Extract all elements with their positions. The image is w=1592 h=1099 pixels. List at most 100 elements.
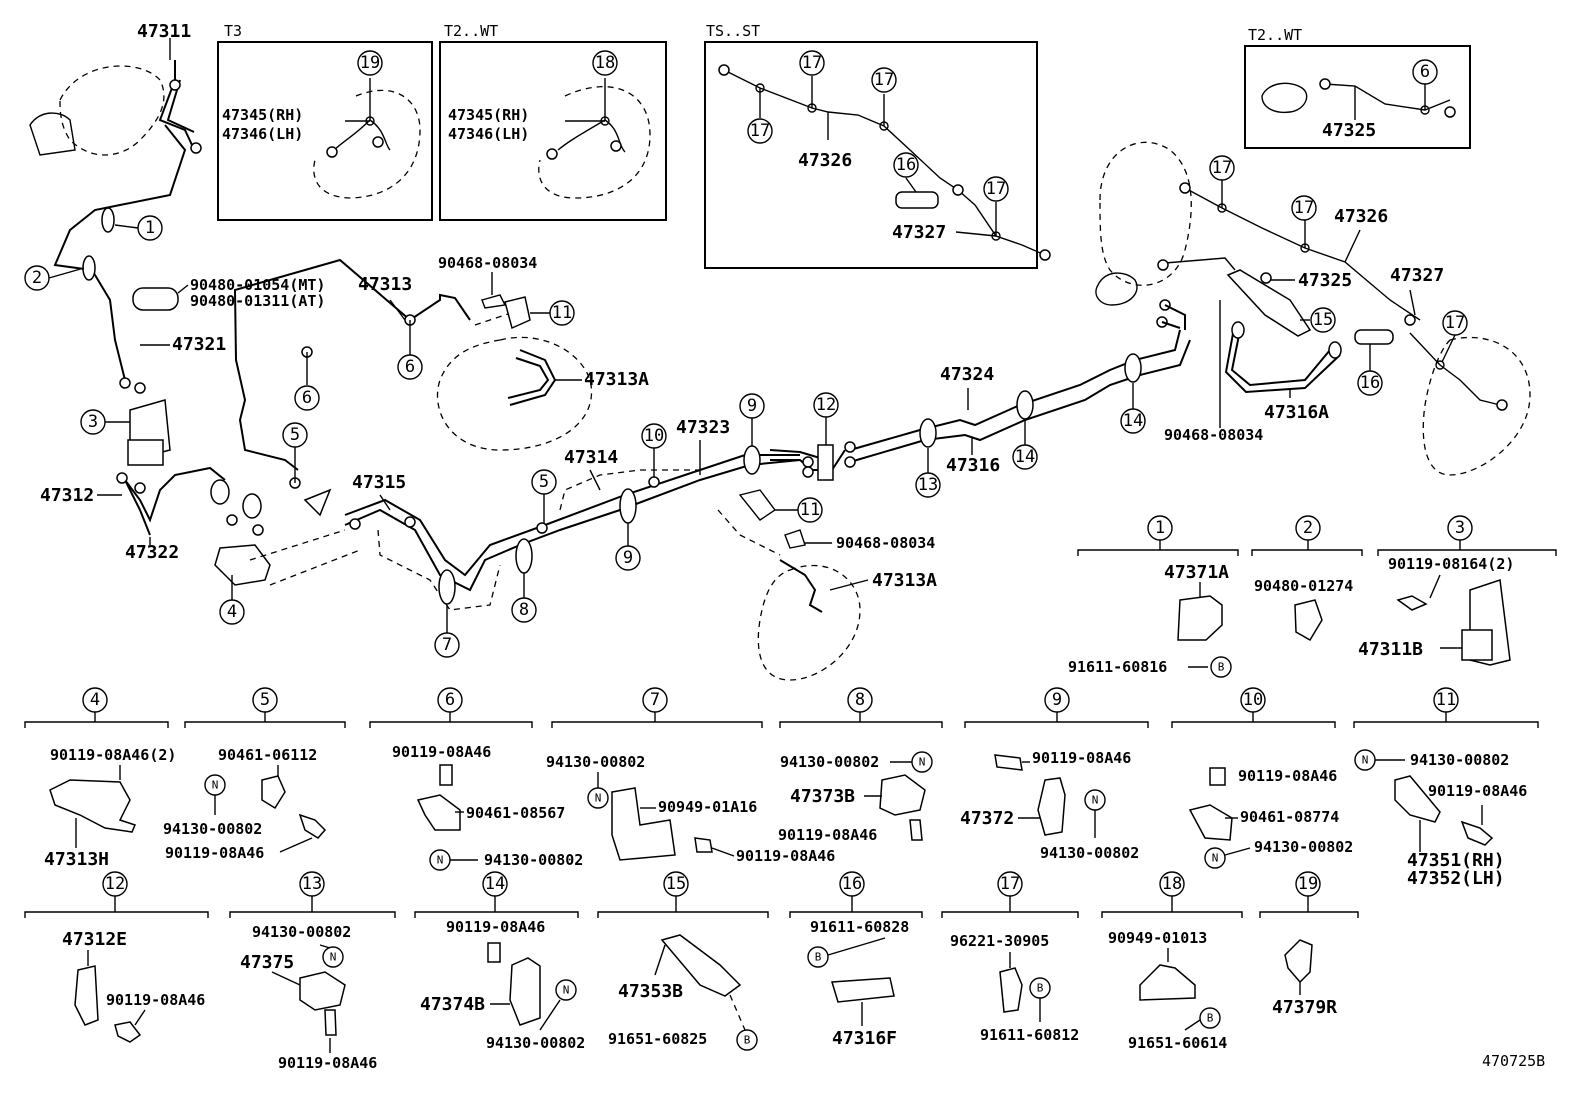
label-47313A-a: 47313A [584,369,649,390]
callout-9-main-b: 9 [747,396,757,416]
group-7-part-c: 90119-08A46 [736,847,835,865]
callout-15-main: 15 [1313,310,1333,330]
group-17-badge: B [1037,982,1044,995]
group-3-part-a: 90119-08164(2) [1388,555,1514,573]
group-13-num: 13 [302,874,322,894]
group-11: 11 N 94130-00802 90119-08A46 47351(RH) 4… [1353,687,1539,889]
label-47326-main: 47326 [1334,206,1388,227]
group-14-badge: N [563,984,570,997]
label-47327-main: 47327 [1390,265,1444,286]
group-2-num: 2 [1303,518,1313,538]
group-8-badge: N [919,756,926,769]
label-47321: 47321 [172,334,226,355]
group-19-num: 19 [1298,874,1318,894]
group-4-part-b: 47313H [44,849,109,870]
group-6-part-c: 94130-00802 [484,851,583,869]
group-13-part-a: 94130-00802 [252,923,351,941]
callout-17-main-a: 17 [1212,158,1232,178]
group-1-num: 1 [1155,518,1165,538]
callout-14-main-a: 14 [1015,447,1035,467]
group-18: 18 90949-01013 B 91651-60614 [1101,871,1243,1052]
right-lines: 47324 47316 13 14 14 17 17 47326 15 4732… [844,141,1531,498]
callout-17-tsst-b: 17 [802,53,822,73]
group-16-num: 16 [842,874,862,894]
group-9: 9 90119-08A46 47372 N 94130-00802 [960,687,1149,862]
callout-5-main-a: 5 [290,425,300,445]
group-12-part-b: 90119-08A46 [106,991,205,1009]
group-1-part-b: 91611-60816 [1068,658,1167,676]
group-15: 15 47353B 91651-60825 B [597,871,769,1051]
group-4: 4 90119-08A46(2) 47313H [24,687,176,870]
group-6-badge: N [437,854,444,867]
group-18-num: 18 [1162,874,1182,894]
label-47322: 47322 [125,542,179,563]
label-47313A-b: 47313A [872,570,937,591]
callout-5-main-b: 5 [539,472,549,492]
part-47346-t2: 47346(LH) [448,125,529,143]
callout-16-main: 16 [1360,373,1380,393]
group-4-num: 4 [90,690,100,710]
group-12-num: 12 [105,874,125,894]
group-10: 10 90119-08A46 90461-08774 N 94130-00802 [1171,687,1353,869]
group-12: 12 47312E 90119-08A46 [24,871,209,1043]
group-16-badge: B [815,951,822,964]
inset-part-47326: 47326 [798,150,852,171]
callout-4-main: 4 [227,602,237,622]
group-4-part-a: 90119-08A46(2) [50,746,176,764]
group-19: 19 47379R [1259,871,1359,1018]
group-16-part-b: 47316F [832,1028,897,1049]
group-11-part-c: 47351(RH) [1407,850,1505,871]
group-9-part-b: 47372 [960,808,1014,829]
group-15-part-a: 47353B [618,981,683,1002]
label-90480-mt: 90480-01054(MT) [190,276,325,294]
group-13-part-c: 90119-08A46 [278,1054,377,1072]
part-47345-t2: 47345(RH) [448,106,529,124]
callout-17-tsst-a: 17 [750,121,770,141]
figure-id: 470725B [1482,1052,1545,1070]
group-5-part-c: 90119-08A46 [165,844,264,862]
group-2: 2 90480-01274 [1251,515,1363,642]
group-9-badge: N [1092,794,1099,807]
group-8: 8 94130-00802 N 47373B 90119-08A46 [778,687,943,844]
group-17-part-b: 91611-60812 [980,1026,1079,1044]
group-7: 7 94130-00802 N 90949-01A16 90119-08A46 [546,687,835,865]
group-15-part-b: 91651-60825 [608,1030,707,1048]
callout-19-inset: 19 [357,50,383,76]
group-16-part-a: 91611-60828 [810,918,909,936]
group-8-part-c: 90119-08A46 [778,826,877,844]
callout-19-label: 19 [360,53,380,73]
label-47325-main: 47325 [1298,270,1352,291]
inset-t3: T3 47345(RH) 47346(LH) [217,22,433,221]
group-6-part-a: 90119-08A46 [392,743,491,761]
group-18-badge: B [1207,1012,1214,1025]
label-90468-c: 90468-08034 [1164,426,1263,444]
group-7-part-a: 94130-00802 [546,753,645,771]
label-47324: 47324 [940,364,994,385]
label-47312: 47312 [40,485,94,506]
inset-label-t2wt-b: T2..WT [1248,26,1302,44]
inset-label-t3: T3 [224,22,242,40]
group-14: 14 90119-08A46 47374B N 94130-00802 [414,871,585,1052]
group-15-num: 15 [666,874,686,894]
group-15-badge: B [744,1034,751,1047]
group-11-num: 11 [1436,690,1456,710]
callout-6-main-a: 6 [302,388,312,408]
group-6-num: 6 [445,690,455,710]
group-13-part-b: 47375 [240,952,294,973]
group-13-badge: N [330,951,337,964]
inset-label-tsst: TS..ST [706,22,760,40]
inset-t2wt-b: T2..WT 47325 6 [1244,26,1471,149]
label-47316: 47316 [946,455,1000,476]
group-1-part-a: 47371A [1164,562,1229,583]
group-10-part-b: 90461-08774 [1240,808,1339,826]
group-14-part-c: 94130-00802 [486,1034,585,1052]
group-11-badge: N [1362,754,1369,767]
part-47346-t3: 47346(LH) [222,125,303,143]
group-6-part-b: 90461-08567 [466,804,565,822]
group-11-part-d: 47352(LH) [1407,868,1505,889]
group-17-part-a: 96221-30905 [950,932,1049,950]
group-3-part-b: 47311B [1358,639,1423,660]
callout-1-main: 1 [145,218,155,238]
group-1-badge: B [1218,661,1225,674]
